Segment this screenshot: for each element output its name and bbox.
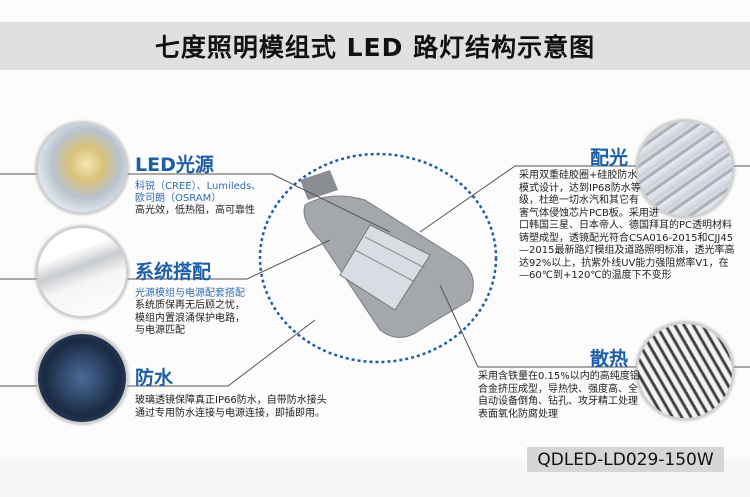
optics-text-4: 害气体侵蚀芯片PCB板。采用进 — [519, 207, 659, 219]
heading-optics: 配光 — [590, 147, 629, 169]
optics-text-6: 铸塑成型，透镜配光符合CSA016-2015和CJJ45 — [519, 232, 734, 244]
heading-led: LED光源 — [135, 154, 214, 176]
optics-text-8: 达92%以上，抗紫外线UV能力强阻燃率V1，在 — [519, 257, 729, 269]
dashed-ellipse — [258, 152, 498, 364]
title-band: 七度照明模组式 LED 路灯结构示意图 — [0, 22, 750, 70]
optics-text-9: —60℃到+120℃的温度下不变形 — [519, 270, 672, 281]
street-lamp-illustration — [300, 170, 474, 338]
optics-text-3: 级，杜绝一切水汽和其它有 — [519, 195, 639, 206]
led-text-1: 高光效，低热阻，高可靠性 — [135, 205, 255, 216]
heading-heat: 散热 — [590, 348, 629, 370]
optics-text-5: 口韩国三星、日本帝人、德国拜耳的PC透明材料 — [519, 220, 733, 231]
optics-text: 采用双重硅胶圈+硅胶防水 模式设计，达到IP68防水等 级，杜绝一切水汽和其它有… — [519, 170, 734, 283]
optics-text-7: —2015最新路灯模组及道路照明标准，透光率高 — [519, 245, 735, 256]
heatsink-photo — [636, 322, 734, 420]
lens-module-photo — [636, 120, 734, 218]
heat-text: 采用含铁量在0.15%以内的高纯度铝 合金挤压成型，导热快、强度高、全 自动设备… — [478, 371, 640, 421]
power-sub-1: 光源模组与电源配套搭配 — [135, 288, 245, 299]
heading-water: 防水 — [135, 367, 174, 389]
power-text-3: 与电源匹配 — [135, 325, 185, 336]
led-sub-2: 欧司朗（OSRAM） — [135, 193, 222, 204]
heat-text-2: 合金挤压成型，导热快、强度高、全 — [478, 383, 638, 395]
heat-text-3: 自动设备倒角、钻孔、攻牙精工处理 — [478, 396, 638, 407]
led-sub-1: 科锐（CREE）、Lumileds、 — [135, 181, 262, 192]
power-supply-photo — [36, 226, 128, 318]
power-text-2: 模组内置浪涌保护电路， — [135, 312, 245, 324]
heading-power: 系统搭配 — [135, 261, 212, 283]
optics-text-2: 模式设计，达到IP68防水等 — [519, 182, 641, 194]
heat-text-1: 采用含铁量在0.15%以内的高纯度铝 — [478, 371, 640, 382]
led-chip-photo — [36, 122, 128, 214]
power-text-1: 系统质保再无后顾之忧， — [135, 300, 245, 311]
waterproof-connector-photo — [36, 332, 128, 424]
water-text-1: 玻璃透镜保障真正IP66防水，自带防水接头 — [135, 395, 327, 406]
water-text-2: 通过专用防水连接与电源连接，即插即用。 — [135, 407, 325, 419]
section-water: 防水 玻璃透镜保障真正IP66防水，自带防水接头 通过专用防水连接与电源连接，即… — [135, 363, 327, 420]
section-power: 系统搭配 光源模组与电源配套搭配 系统质保再无后顾之忧， 模组内置浪涌保护电路，… — [135, 257, 245, 338]
optics-text-1: 采用双重硅胶圈+硅胶防水 — [519, 170, 638, 181]
section-led: LED光源 科锐（CREE）、Lumileds、 欧司朗（OSRAM） 高光效，… — [135, 150, 261, 218]
heat-text-4: 表面氧化防腐处理 — [478, 408, 558, 420]
model-label: QDLED-LD029-150W — [527, 447, 724, 472]
page-title: 七度照明模组式 LED 路灯结构示意图 — [154, 33, 596, 62]
